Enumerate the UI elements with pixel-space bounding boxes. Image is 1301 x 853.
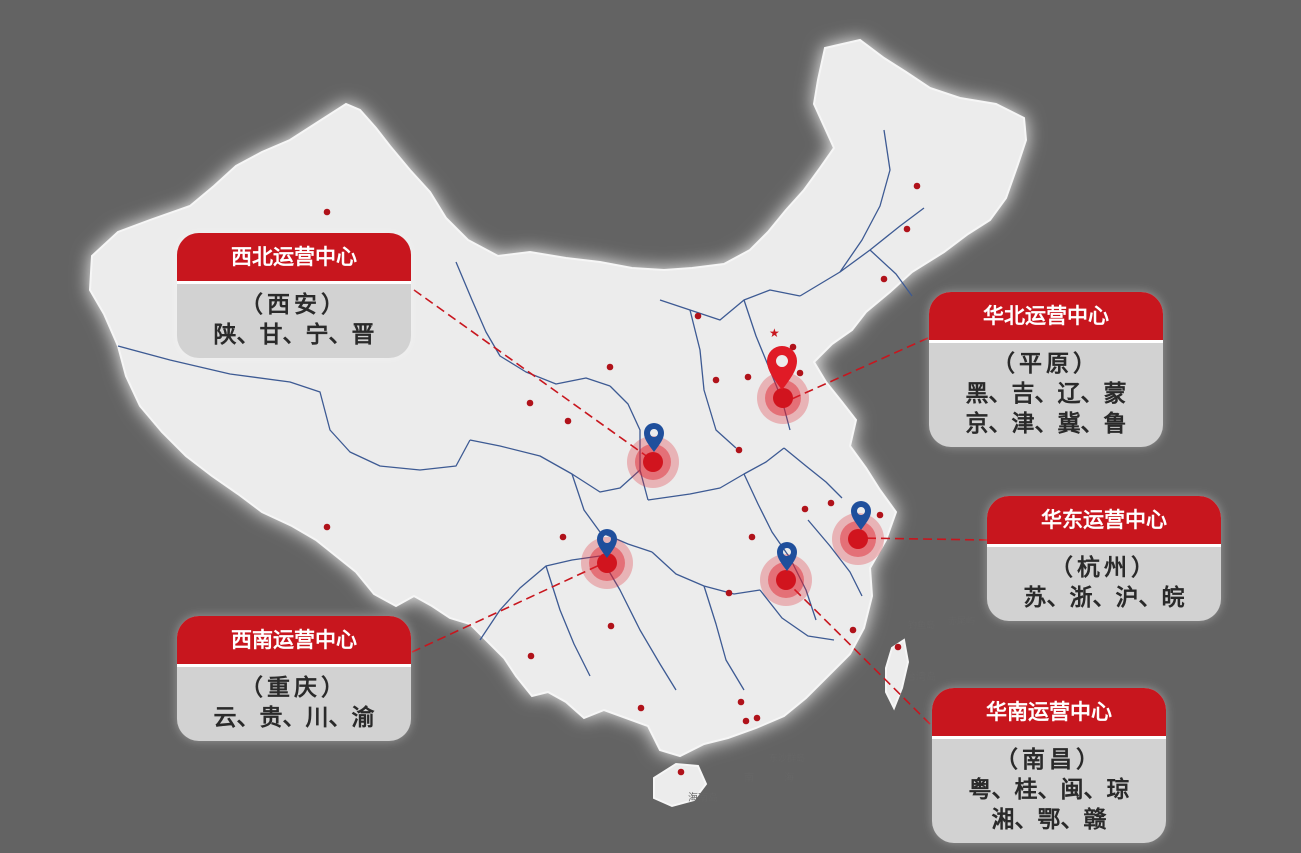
city-dot-icon xyxy=(796,369,804,377)
city-dot-icon xyxy=(323,208,331,216)
center-hub: （重庆） xyxy=(240,675,348,701)
city-dot-icon xyxy=(526,399,534,407)
city-dot-icon xyxy=(742,717,750,725)
center-provinces: 京、津、冀、鲁 xyxy=(965,411,1127,437)
center-card-southwest: 西南运营中心 （重庆） 云、贵、川、渝 xyxy=(177,616,411,741)
hainan-shape xyxy=(653,762,708,808)
city-dots xyxy=(323,182,921,776)
connector-lines xyxy=(411,289,989,725)
center-hub: （南昌） xyxy=(995,747,1103,773)
city-dot-icon xyxy=(880,275,888,283)
center-title: 华北运营中心 xyxy=(929,292,1163,343)
place-labels: 钓鱼岛 赤尾屿 台湾岛 东沙群岛 南 海 海南岛 xyxy=(688,616,975,804)
city-dot-icon xyxy=(913,182,921,190)
center-provinces: 苏、浙、沪、皖 xyxy=(1023,585,1185,611)
center-card-south: 华南运营中心 （南昌） 粤、桂、闽、琼 湘、鄂、赣 xyxy=(932,688,1166,843)
label-diaoyu: 钓鱼岛 xyxy=(908,619,935,631)
label-taiwan: 台湾岛 xyxy=(906,670,936,683)
city-dot-icon xyxy=(894,643,902,651)
city-dot-icon xyxy=(564,417,572,425)
city-dot-icon xyxy=(527,652,535,660)
label-hai: 海 xyxy=(784,771,794,784)
center-title: 西北运营中心 xyxy=(177,233,411,284)
city-dot-icon xyxy=(323,523,331,531)
center-title: 华南运营中心 xyxy=(932,688,1166,739)
map-pin-icon xyxy=(597,529,617,558)
center-body: （西安） 陕、甘、宁、晋 xyxy=(177,284,411,358)
map-pin-icon xyxy=(851,501,871,530)
city-dot-icon xyxy=(712,376,720,384)
map-pin-icon-red xyxy=(767,346,797,390)
center-provinces: 云、贵、川、渝 xyxy=(213,705,375,731)
center-hub: （杭州） xyxy=(1050,555,1158,581)
city-dot-icon xyxy=(606,363,614,371)
center-provinces: 粤、桂、闽、琼 xyxy=(968,777,1130,803)
city-dot-icon xyxy=(737,698,745,706)
center-body: （杭州） 苏、浙、沪、皖 xyxy=(987,547,1221,621)
center-provinces: 陕、甘、宁、晋 xyxy=(213,322,375,348)
city-dot-icon xyxy=(735,446,743,454)
label-chiwei: 赤尾屿 xyxy=(948,616,975,627)
label-hainan: 海南岛 xyxy=(688,791,718,804)
center-card-north: 华北运营中心 （平原） 黑、吉、辽、蒙 京、津、冀、鲁 xyxy=(929,292,1163,447)
center-card-northwest: 西北运营中心 （西安） 陕、甘、宁、晋 xyxy=(177,233,411,358)
center-provinces: 黑、吉、辽、蒙 xyxy=(965,381,1127,407)
map-pin-icon xyxy=(644,423,664,452)
city-dot-icon xyxy=(827,499,835,507)
center-provinces: 湘、鄂、赣 xyxy=(991,807,1107,833)
city-dot-icon xyxy=(637,704,645,712)
city-dot-icon xyxy=(694,312,702,320)
capital-star-icon: ★ xyxy=(769,326,780,340)
center-body: （南昌） 粤、桂、闽、琼 湘、鄂、赣 xyxy=(932,739,1166,843)
map-pin-icon xyxy=(777,542,797,571)
label-dongsha: 东沙群岛 xyxy=(769,752,805,764)
city-dot-icon xyxy=(725,589,733,597)
city-dot-icon xyxy=(753,714,761,722)
city-dot-icon xyxy=(559,533,567,541)
city-dot-icon xyxy=(677,768,685,776)
center-hub: （平原） xyxy=(992,351,1100,377)
hub-pulses xyxy=(581,372,884,606)
province-borders xyxy=(117,129,925,691)
center-title: 西南运营中心 xyxy=(177,616,411,667)
city-dot-icon xyxy=(849,626,857,634)
city-dot-icon xyxy=(748,533,756,541)
taiwan-shape xyxy=(885,638,910,711)
center-hub: （西安） xyxy=(240,292,348,318)
center-body: （平原） 黑、吉、辽、蒙 京、津、冀、鲁 xyxy=(929,343,1163,447)
city-dot-icon xyxy=(607,622,615,630)
hub-pins xyxy=(597,346,871,571)
center-card-east: 华东运营中心 （杭州） 苏、浙、沪、皖 xyxy=(987,496,1221,621)
label-nan: 南 xyxy=(744,771,754,784)
city-dot-icon xyxy=(801,505,809,513)
city-dot-icon xyxy=(903,225,911,233)
city-dot-icon xyxy=(876,511,884,519)
center-body: （重庆） 云、贵、川、渝 xyxy=(177,667,411,741)
center-title: 华东运营中心 xyxy=(987,496,1221,547)
city-dot-icon xyxy=(744,373,752,381)
city-dot-icon xyxy=(789,343,797,351)
